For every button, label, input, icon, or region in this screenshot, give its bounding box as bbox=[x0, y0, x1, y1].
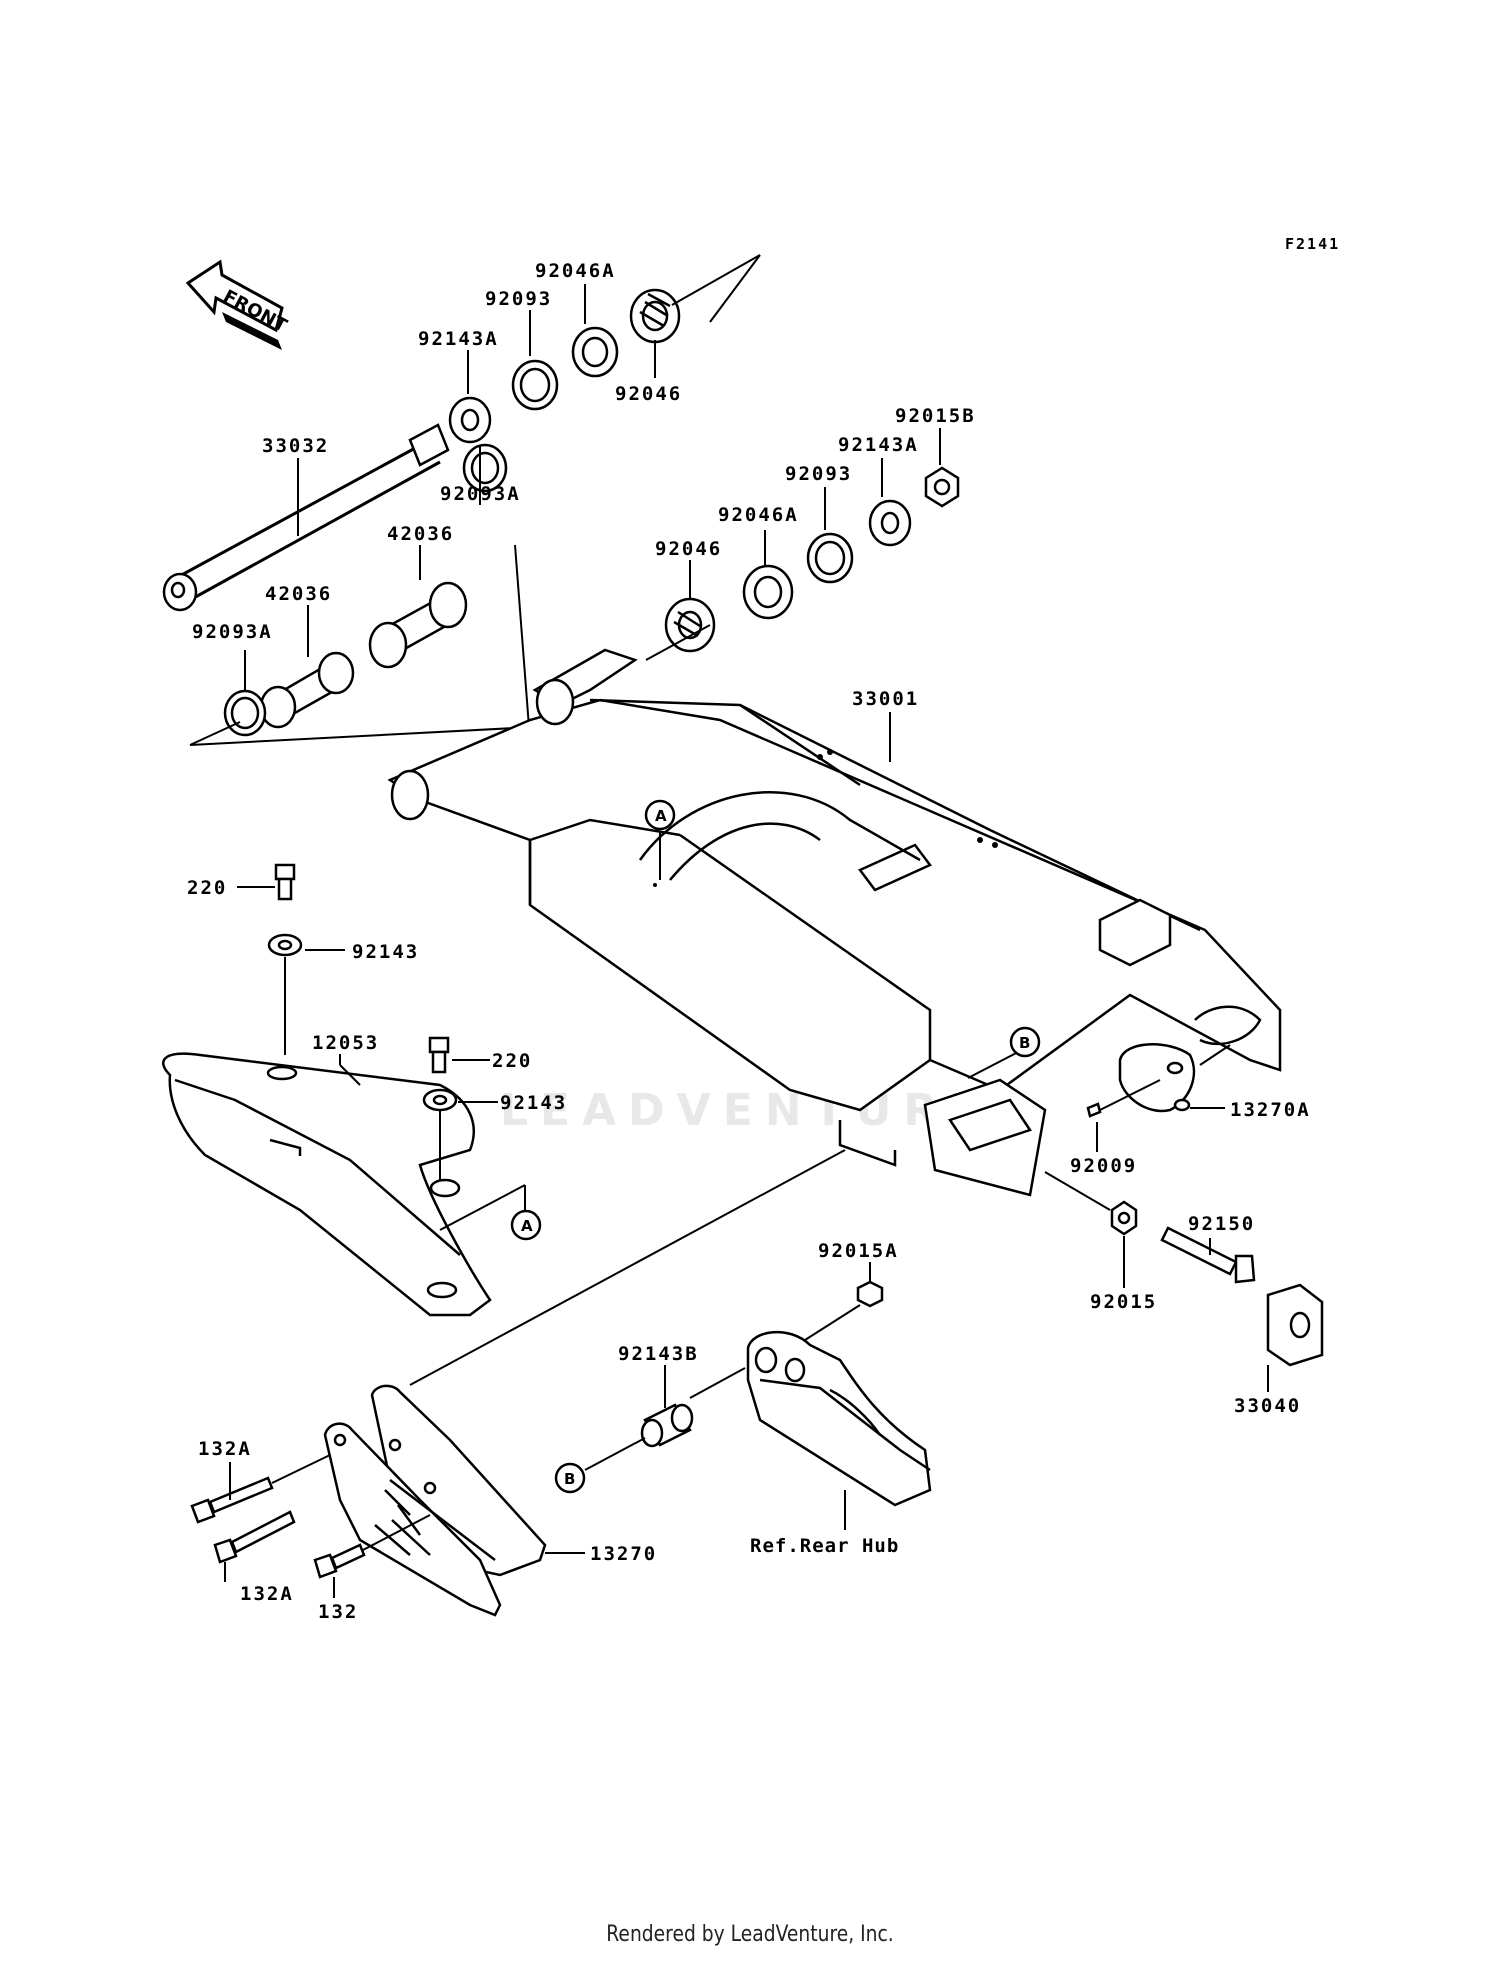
part-label-92143A-top: 92143A bbox=[418, 328, 499, 350]
part-label-92093A-left: 92093A bbox=[192, 621, 273, 643]
part-label-92046A-top: 92046A bbox=[535, 260, 616, 282]
marker-b-bottom bbox=[554, 1462, 586, 1494]
part-label-220-mid: 220 bbox=[492, 1050, 532, 1072]
part-label-33001: 33001 bbox=[852, 688, 919, 710]
bolt-220-top bbox=[267, 863, 303, 957]
reference-label-rear-hub: Ref.Rear Hub bbox=[750, 1535, 899, 1557]
part-label-92093A-top: 92093A bbox=[440, 483, 521, 505]
chain-guide-rear-hub bbox=[746, 1330, 932, 1507]
part-label-92093-top: 92093 bbox=[485, 288, 552, 310]
part-label-12053: 12053 bbox=[312, 1032, 379, 1054]
part-label-92009: 92009 bbox=[1070, 1155, 1137, 1177]
marker-a-bottom bbox=[510, 1209, 542, 1241]
part-label-220-top: 220 bbox=[187, 877, 227, 899]
render-credit: Rendered by LeadVenture, Inc. bbox=[606, 1922, 894, 1947]
guide-plate-13270A bbox=[1086, 1043, 1196, 1118]
part-label-92093-right: 92093 bbox=[785, 463, 852, 485]
part-label-132A-bottom: 132A bbox=[240, 1583, 294, 1605]
marker-a-top-label: A bbox=[655, 807, 667, 825]
chain-slider-12053 bbox=[162, 1052, 492, 1317]
left-bushings-and-seals bbox=[223, 443, 508, 737]
bolt-132A-bottom bbox=[213, 1510, 296, 1564]
part-label-92150: 92150 bbox=[1188, 1213, 1255, 1235]
marker-b-bottom-label: B bbox=[564, 1470, 575, 1488]
part-label-92046A-right: 92046A bbox=[718, 504, 799, 526]
adjuster-bolt-92150 bbox=[1160, 1226, 1256, 1284]
part-label-92046-right: 92046 bbox=[655, 538, 722, 560]
upper-bearing-stack bbox=[448, 288, 681, 444]
marker-b-top bbox=[1009, 1026, 1041, 1058]
part-label-92143A-right: 92143A bbox=[838, 434, 919, 456]
part-label-42036-left: 42036 bbox=[265, 583, 332, 605]
marker-b-top-label: B bbox=[1019, 1034, 1030, 1052]
chain-guard-13270 bbox=[323, 1384, 547, 1617]
front-arrow-icon: FRONT bbox=[185, 259, 291, 350]
part-label-92046-top: 92046 bbox=[615, 383, 682, 405]
part-label-92143-mid: 92143 bbox=[500, 1092, 567, 1114]
pivot-axle bbox=[162, 423, 450, 612]
part-label-92015A: 92015A bbox=[818, 1240, 899, 1262]
marker-a-bottom-label: A bbox=[521, 1217, 533, 1235]
right-bearing-stack bbox=[664, 466, 960, 653]
chain-adjuster-33040 bbox=[1266, 1283, 1324, 1367]
bolt-220-mid bbox=[422, 1036, 458, 1112]
bolt-132A-top bbox=[190, 1476, 274, 1524]
part-label-33040: 33040 bbox=[1234, 1395, 1301, 1417]
part-label-132: 132 bbox=[318, 1601, 358, 1623]
nut-92015A bbox=[856, 1280, 884, 1308]
part-label-92143B: 92143B bbox=[618, 1343, 699, 1365]
swingarm-body bbox=[387, 648, 1282, 1197]
part-label-132A-top: 132A bbox=[198, 1438, 252, 1460]
watermark-text: LEADVENTURE bbox=[500, 1085, 991, 1136]
part-label-92015B: 92015B bbox=[895, 405, 976, 427]
adjuster-nut-92015 bbox=[1110, 1200, 1138, 1236]
part-label-42036-top: 42036 bbox=[387, 523, 454, 545]
part-label-92015: 92015 bbox=[1090, 1291, 1157, 1313]
bolt-132 bbox=[313, 1543, 366, 1579]
part-label-92143-top: 92143 bbox=[352, 941, 419, 963]
marker-a-top bbox=[644, 799, 676, 831]
diagram-code: F2141 bbox=[1285, 235, 1340, 253]
spacer-92143B bbox=[640, 1403, 694, 1448]
part-label-33032: 33032 bbox=[262, 435, 329, 457]
part-label-13270: 13270 bbox=[590, 1543, 657, 1565]
part-label-13270A: 13270A bbox=[1230, 1099, 1311, 1121]
